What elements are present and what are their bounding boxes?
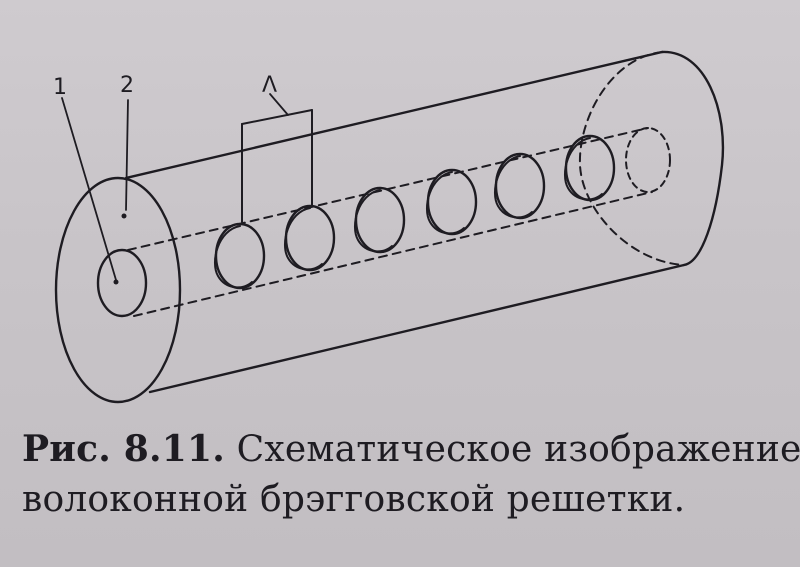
fiber-back-end-solid	[660, 50, 725, 267]
grating-disc	[284, 204, 336, 272]
core-front-face	[96, 248, 148, 318]
caption-line-2: волоконной брэгговской решетки.	[22, 479, 686, 520]
fiber-top-edge	[124, 50, 664, 180]
core-back-end	[625, 127, 671, 193]
caption-line-1: Рис. 8.11. Схематическое изображение	[22, 424, 800, 475]
fiber-back-end-hidden	[578, 51, 685, 266]
core-label: 1	[53, 75, 67, 100]
fiber-front-face	[54, 176, 182, 404]
caption-label: Рис. 8.11.	[22, 428, 225, 470]
grating-disc	[426, 168, 478, 236]
period-label: Λ	[262, 73, 277, 98]
label-2-leader	[125, 99, 129, 211]
core-point	[113, 279, 119, 285]
grating-disc	[494, 152, 546, 220]
cladding-point	[121, 213, 127, 219]
grating-disc	[354, 186, 406, 254]
figure-caption: Рис. 8.11. Схематическое изображение вол…	[22, 424, 800, 525]
grating-disc	[214, 222, 266, 290]
period-dimension-line	[241, 109, 313, 125]
caption-line1-text: Схематическое изображение	[236, 429, 800, 470]
period-leader-line	[269, 93, 289, 116]
grating-disc	[564, 134, 616, 202]
fiber-bottom-edge	[148, 263, 686, 394]
cladding-label: 2	[120, 73, 134, 98]
label-1-leader	[61, 97, 117, 281]
core-bottom-line	[133, 191, 653, 317]
